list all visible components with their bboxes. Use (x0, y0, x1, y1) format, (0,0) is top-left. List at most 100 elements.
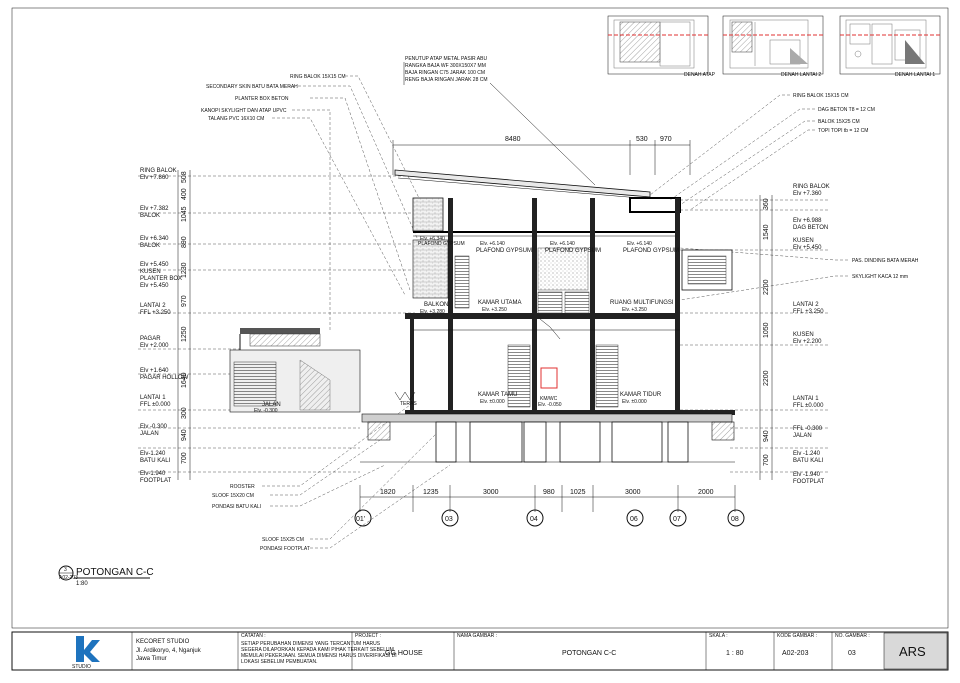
dim-530: 530 (636, 136, 648, 143)
vdim-r-2200a: 2200 (763, 279, 770, 295)
room-kamar-utama-elv: Elv. +3.250 (482, 307, 507, 313)
rlvl-lantai2: LANTAI 2 (793, 302, 819, 308)
callout-concrete-deck: DAG BETON T8 = 12 CM (818, 107, 875, 113)
bdim-980: 980 (543, 489, 555, 496)
lvl-7860: Elv +7.860 (140, 175, 169, 181)
dim-970: 970 (660, 136, 672, 143)
vdim-r-700: 700 (763, 454, 770, 466)
vdim-l-890: 890 (181, 236, 188, 248)
vdim-l-1045: 1045 (181, 206, 188, 222)
notes-line-1: SETIAP PERUBAHAN DIMENSI YANG TERCANTUM … (241, 641, 381, 647)
roof-slab (394, 169, 651, 198)
key-plan-floor2: DENAH LANTAI 2 (722, 15, 824, 78)
callout-light-steel: BAJA RINGAN C75 JARAK 100 CM (405, 70, 485, 76)
lvl-5450b: Elv +5.450 (140, 283, 169, 289)
vdim-r-2200b: 2200 (763, 370, 770, 386)
bdim-1820: 1820 (380, 489, 396, 496)
lvl-7382: Elv +7.382 (140, 206, 169, 212)
drawing-title-text: POTONGAN C-C (76, 567, 154, 578)
callout-ring-beam-left: RING BALOK 15X15 CM (290, 74, 346, 80)
studio-name: KECORET STUDIO (136, 639, 190, 645)
plafond-elv-4: Elv. +6.140 (627, 241, 652, 247)
vdim-l-1640: 1640 (181, 372, 188, 388)
title-block: STUDIO KECORET STUDIO Jl. Ardikoryo, 4, … (11, 631, 949, 671)
lvl-batu-kali: BATU KALI (140, 458, 171, 464)
scale-label: SKALA : (709, 633, 728, 639)
vdim-l-400: 400 (181, 188, 188, 200)
room-labels: PLAFOND GYPSUM Elv. +6.340 PLAFOND GYPSU… (254, 236, 679, 414)
drawing-name: POTONGAN C-C (562, 650, 616, 657)
logo-text: STUDIO (72, 664, 91, 670)
plafond-label-1: PLAFOND GYPSUM (418, 241, 465, 247)
studio-address-2: Jawa Timur (136, 656, 167, 662)
right-vertical-dims: 360 1540 2200 1050 2200 940 700 (759, 195, 773, 480)
callout-roof-cover: PENUTUP ATAP METAL PASIR ABU (405, 56, 487, 62)
grid-bubbles: 01' 03 04 06 07 08 (354, 509, 745, 527)
callout-planter-box: PLANTER BOX BETON (235, 96, 289, 102)
dim-8480: 8480 (505, 136, 521, 143)
lvl-1640: Elv +1.640 (140, 368, 169, 374)
lvl-planter: PLANTER BOX (140, 276, 182, 282)
rlvl-batu-kali: BATU KALI (793, 458, 824, 464)
lvl-lantai2: LANTAI 2 (140, 303, 166, 309)
left-levels: RING BALOK Elv +7.860 Elv +7.382 BALOK E… (138, 168, 415, 484)
callout-rooster: ROOSTER (230, 484, 255, 490)
grid-07: 07 (673, 516, 681, 523)
room-ruang-multi-elv: Elv. +3.250 (622, 307, 647, 313)
grid-08: 08 (731, 516, 739, 523)
room-ruang-multi: RUANG MULTIFUNGSI (610, 300, 674, 306)
callout-footplat: PONDASI FOOTPLAT (260, 546, 310, 552)
bdim-3000a: 3000 (483, 489, 499, 496)
callout-gutter: TALANG PVC 16X10 CM (208, 116, 264, 122)
callouts-bottom: ROOSTER SLOOF 15X20 CM PONDASI BATU KALI… (212, 404, 451, 552)
rlvl-ring-balok: RING BALOK (793, 184, 830, 190)
room-balkon-elv: Elv. +3.280 (420, 309, 445, 315)
callouts-left: RING BALOK 15X15 CM SECONDARY SKIN BATU … (201, 74, 421, 330)
notes-label: CATATAN : (241, 633, 266, 639)
callouts-top: PENUTUP ATAP METAL PASIR ABU RANGKA BAJA… (403, 56, 596, 186)
vdim-l-1250: 1250 (181, 326, 188, 342)
building-section (229, 169, 735, 463)
room-teras: TERAS (400, 401, 417, 407)
callout-secondary-skin: SECONDARY SKIN BATU BATA MERAH (206, 84, 298, 90)
lvl-balok-2: BALOK (140, 243, 160, 249)
bdim-2000: 2000 (698, 489, 714, 496)
room-kamar-tidur-elv: Elv. ±0.000 (622, 399, 647, 405)
vdim-l-700: 700 (181, 452, 188, 464)
discipline-code: ARS (899, 644, 926, 659)
drawing-title: 3 A02-203 POTONGAN C-C 1:80 (58, 565, 154, 587)
grid-01: 01' (356, 516, 365, 523)
plafond-elv-2: Elv. +6.140 (480, 241, 505, 247)
left-vertical-dims: 508 400 1045 890 1230 970 1250 1640 300 … (177, 170, 191, 480)
grid-04: 04 (530, 516, 538, 523)
rlvl-6988: Elv +6.988 (793, 218, 822, 224)
plafond-elv-1: Elv. +6.340 (420, 236, 445, 242)
room-kmwc: KM/WC (540, 396, 558, 402)
lvl-minus-1240: Elv-1.240 (140, 451, 166, 457)
key-plan-floor1: DENAH LANTAI 1 (839, 15, 941, 78)
callout-brick-wall: PAS. DINDING BATA MERAH (852, 258, 919, 264)
scale-value: 1 : 80 (726, 650, 744, 657)
notes-line-2: SEGERA DILAPORKAN KEPADA KAMI PIHAK TERK… (241, 647, 394, 653)
key-plan-roof-label: DENAH ATAP (684, 72, 716, 78)
rlvl-kusen-2: KUSEN (793, 332, 814, 338)
drawing-scale: 1:80 (76, 581, 88, 587)
room-jalan: JALAN (262, 402, 281, 408)
rlvl-dag-beton: DAG BETON (793, 225, 828, 231)
rlvl-minus-300: FFL -0.300 (793, 426, 823, 432)
drawing-number: 3 (64, 567, 67, 573)
drawing-sheet-ref: A02-203 (59, 575, 78, 581)
room-kamar-tamu: KAMAR TAMU (478, 392, 517, 398)
rlvl-footplat: FOOTPLAT (793, 479, 825, 485)
vdim-l-970: 970 (181, 295, 188, 307)
rlvl-2200: Elv +2.200 (793, 339, 822, 345)
bdim-1025: 1025 (570, 489, 586, 496)
lvl-kusen: KUSEN (140, 269, 161, 275)
rlvl-minus-1940: Elv -1.940 (793, 472, 821, 478)
rlvl-lantai1: LANTAI 1 (793, 396, 819, 402)
plafond-label-4: PLAFOND GYPSUM (623, 248, 679, 254)
callout-canopy: KANOPI SKYLIGHT DAN ATAP UPVC (201, 108, 287, 114)
code-value: A02-203 (782, 650, 809, 657)
room-kamar-utama: KAMAR UTAMA (478, 300, 522, 306)
